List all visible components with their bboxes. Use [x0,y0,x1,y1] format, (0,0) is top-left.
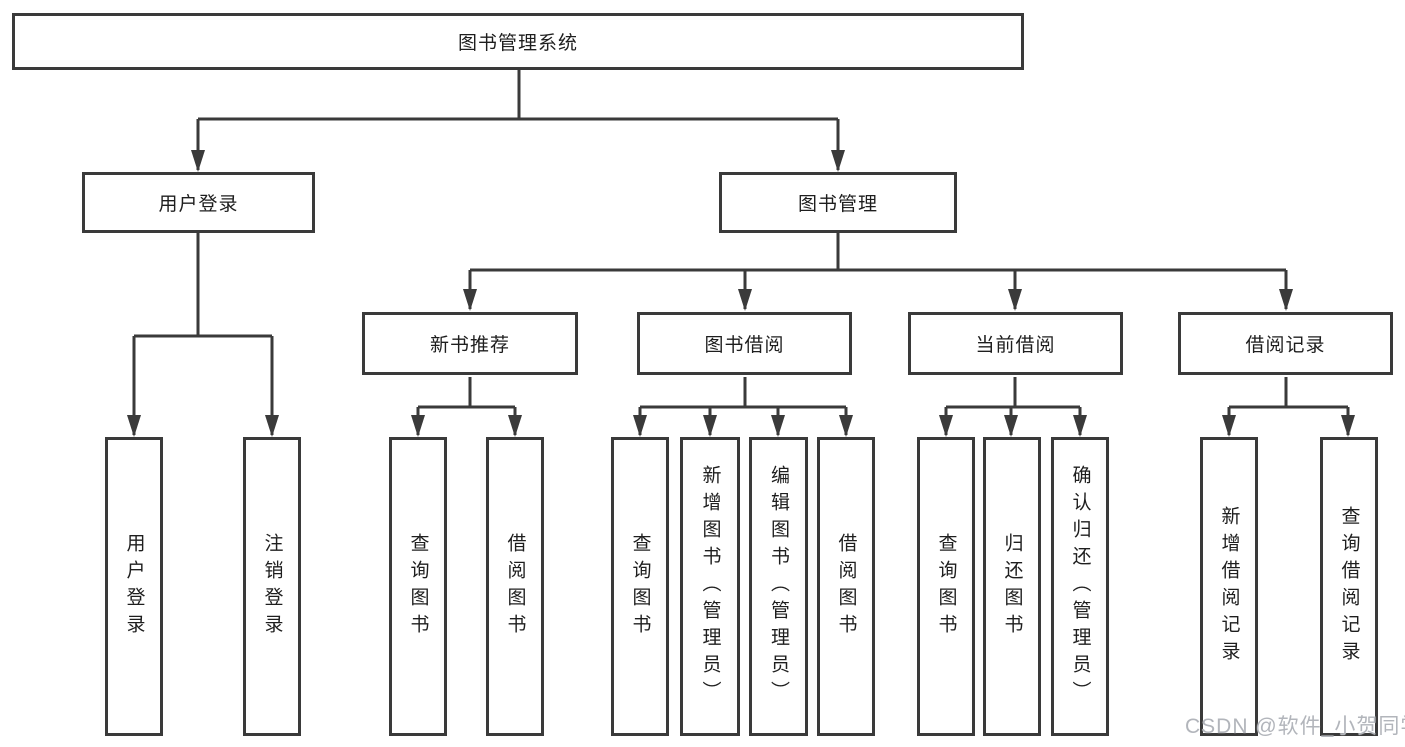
node-user-login-label: 用户登录 [158,194,239,215]
node-book-management-label: 图书管理 [797,194,878,215]
node-borrow-records: 借阅记录 [1178,312,1393,375]
leaf-current-return-book-label: 归还图书 [1001,532,1023,641]
leaf-current-return-book: 归还图书 [983,437,1041,736]
leaf-borrow-add-book: 新增图书（管理员） [680,437,740,736]
leaf-logout-label: 注销登录 [261,532,283,641]
leaf-borrow-borrow-book: 借阅图书 [817,437,875,736]
node-new-book-recommend-label: 新书推荐 [429,335,510,356]
leaf-borrow-query-book: 查询图书 [611,437,669,736]
node-book-management: 图书管理 [719,172,957,233]
leaf-user-login-label: 用户登录 [123,532,145,641]
node-root-label: 图书管理系统 [457,33,578,54]
leaf-current-confirm-return: 确认归还（管理员） [1051,437,1109,736]
leaf-user-login: 用户登录 [105,437,163,736]
leaf-recommend-borrow-book: 借阅图书 [486,437,544,736]
leaf-borrow-query-book-label: 查询图书 [629,532,651,641]
leaf-current-query-book-label: 查询图书 [935,532,957,641]
leaf-logout: 注销登录 [243,437,301,736]
node-book-borrow: 图书借阅 [637,312,852,375]
leaf-borrow-add-book-label: 新增图书（管理员） [699,465,721,708]
leaf-records-add-record: 新增借阅记录 [1200,437,1258,736]
leaf-borrow-edit-book: 编辑图书（管理员） [749,437,808,736]
node-current-borrow-label: 当前借阅 [975,335,1056,356]
watermark: CSDN @软件_小贺同学 [1185,715,1405,738]
node-new-book-recommend: 新书推荐 [362,312,578,375]
leaf-borrow-edit-book-label: 编辑图书（管理员） [768,465,789,708]
node-root: 图书管理系统 [12,13,1024,70]
node-current-borrow: 当前借阅 [908,312,1123,375]
leaf-records-query-record: 查询借阅记录 [1320,437,1378,736]
node-borrow-records-label: 借阅记录 [1245,335,1326,356]
leaf-current-confirm-return-label: 确认归还（管理员） [1069,465,1091,708]
leaf-recommend-query-book-label: 查询图书 [407,532,429,641]
node-book-borrow-label: 图书借阅 [704,335,785,356]
node-user-login: 用户登录 [82,172,315,233]
leaf-borrow-borrow-book-label: 借阅图书 [835,532,857,641]
leaf-recommend-query-book: 查询图书 [389,437,447,736]
leaf-records-query-record-label: 查询借阅记录 [1338,505,1360,668]
leaf-recommend-borrow-book-label: 借阅图书 [504,532,526,641]
leaf-current-query-book: 查询图书 [917,437,975,736]
leaf-records-add-record-label: 新增借阅记录 [1218,505,1240,668]
